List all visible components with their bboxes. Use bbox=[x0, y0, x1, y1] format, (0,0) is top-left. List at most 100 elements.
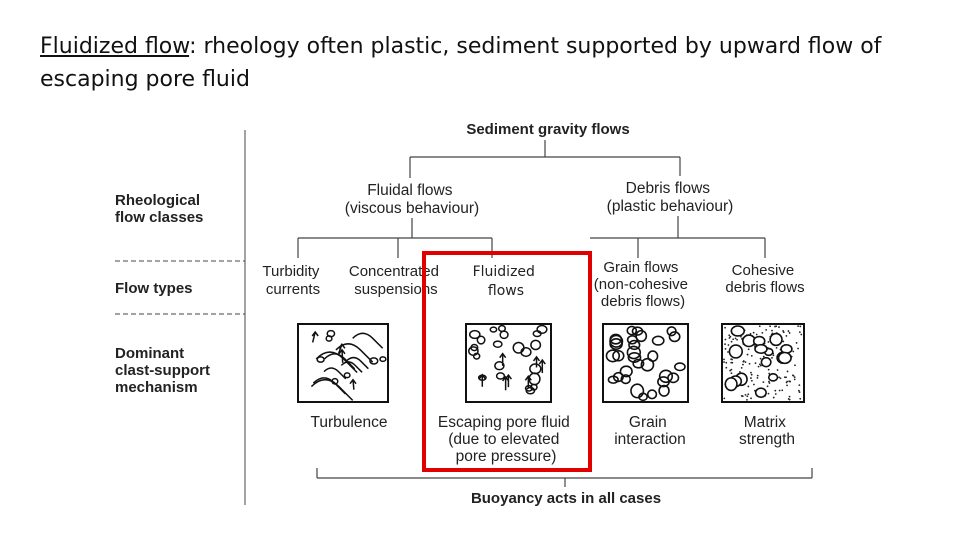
matrix-grain bbox=[788, 395, 791, 398]
clast bbox=[326, 329, 336, 338]
matrix-grain bbox=[750, 379, 753, 382]
flow-type-concentrated: Concentrated suspensions bbox=[349, 263, 443, 298]
matrix-grain bbox=[747, 393, 750, 396]
matrix-grain bbox=[724, 326, 727, 329]
matrix-grain bbox=[758, 363, 761, 366]
clast bbox=[658, 369, 674, 384]
clast bbox=[476, 335, 486, 345]
clast bbox=[646, 389, 658, 400]
clast bbox=[492, 340, 503, 348]
flow-type-grain: Grain flows (non-cohesive debris flows) bbox=[594, 259, 692, 310]
clast bbox=[658, 384, 670, 397]
clast bbox=[532, 330, 542, 338]
row-label-rheological: Rheological flow classes bbox=[115, 192, 204, 226]
matrix-grain bbox=[768, 372, 771, 375]
matrix-grain bbox=[756, 374, 759, 377]
matrix-grain bbox=[786, 370, 789, 373]
matrix-grain bbox=[742, 363, 744, 366]
clast bbox=[512, 341, 525, 354]
matrix-grain bbox=[797, 325, 799, 328]
matrix-grain bbox=[729, 335, 732, 338]
matrix-grain bbox=[771, 357, 773, 359]
matrix-grain bbox=[795, 342, 798, 344]
matrix-grain bbox=[747, 348, 750, 351]
clast bbox=[343, 372, 351, 379]
clast bbox=[667, 372, 680, 384]
turbulent-eddy bbox=[352, 332, 384, 349]
matrix-grain bbox=[746, 398, 748, 401]
matrix-grain bbox=[799, 397, 802, 400]
class-fluidal-flows: Fluidal flows (viscous behaviour) bbox=[345, 182, 479, 217]
matrix-grain bbox=[756, 376, 759, 379]
matrix-grain bbox=[758, 325, 761, 328]
clast bbox=[767, 373, 779, 382]
matrix-grain bbox=[782, 340, 785, 343]
matrix-grain bbox=[788, 380, 791, 383]
matrix-grain bbox=[788, 332, 791, 334]
clast bbox=[674, 362, 686, 372]
clast bbox=[369, 357, 379, 365]
matrix-grain bbox=[750, 354, 753, 357]
clast bbox=[619, 365, 633, 378]
matrix-grain bbox=[729, 369, 732, 372]
matrix-grain bbox=[744, 393, 747, 396]
clast bbox=[612, 371, 624, 383]
matrix-grain bbox=[742, 360, 745, 363]
matrix-grain bbox=[779, 377, 782, 380]
flow-type-cohesive: Cohesive debris flows bbox=[725, 262, 804, 296]
matrix-grain bbox=[746, 353, 749, 356]
arrow-head bbox=[338, 348, 346, 355]
clast bbox=[632, 358, 645, 369]
matrix-grain bbox=[767, 341, 770, 343]
matrix-grain bbox=[800, 333, 803, 336]
matrix-grain bbox=[740, 366, 743, 369]
grain-interaction-illustration bbox=[602, 323, 689, 403]
clast bbox=[668, 331, 681, 343]
matrix-grain bbox=[730, 361, 733, 364]
turbulent-eddy bbox=[340, 361, 363, 373]
clast bbox=[626, 345, 642, 360]
arrow-head bbox=[538, 358, 546, 365]
matrix-grain bbox=[785, 335, 788, 337]
clast bbox=[468, 329, 481, 340]
clast bbox=[627, 351, 642, 363]
matrix-grain bbox=[752, 331, 755, 334]
matrix-grain bbox=[725, 361, 728, 364]
clast bbox=[754, 387, 767, 398]
arrow-head bbox=[311, 330, 319, 337]
row-label-mechanism: Dominant clast-support mechanism bbox=[115, 345, 214, 396]
flow-type-fluidized: Fluidized flows bbox=[473, 264, 540, 299]
slide-title: Fluidized flow: rheology often plastic, … bbox=[40, 30, 920, 96]
matrix-grain bbox=[798, 391, 801, 394]
arrow-head bbox=[524, 375, 532, 381]
clast bbox=[489, 326, 498, 333]
matrix-grain bbox=[730, 358, 733, 361]
matrix-grain bbox=[728, 334, 731, 337]
flow-arrow bbox=[352, 379, 355, 390]
clast bbox=[728, 344, 743, 359]
clast bbox=[331, 377, 339, 385]
arrow-head bbox=[338, 343, 346, 349]
matrix-grain bbox=[740, 395, 743, 397]
matrix-grain bbox=[792, 350, 795, 353]
matrix-grain bbox=[744, 361, 747, 364]
matrix-grain bbox=[750, 373, 753, 376]
clast bbox=[530, 383, 538, 391]
clast bbox=[651, 335, 665, 346]
title-rest: : rheology often plastic, sediment suppo… bbox=[40, 34, 882, 92]
clast bbox=[769, 332, 783, 347]
class-debris-flows: Debris flows (plastic behaviour) bbox=[607, 180, 734, 215]
flow-type-turbidity: Turbidity currents bbox=[262, 263, 323, 298]
turbulence-illustration bbox=[297, 323, 389, 403]
matrix-grain bbox=[728, 337, 731, 339]
clast bbox=[620, 374, 631, 385]
matrix-grain bbox=[750, 371, 752, 374]
matrix-grain bbox=[724, 338, 727, 341]
matrix-grain bbox=[757, 365, 760, 368]
clast bbox=[730, 325, 746, 337]
turbulent-eddy bbox=[345, 356, 369, 370]
clast bbox=[605, 349, 621, 363]
matrix-grain bbox=[767, 380, 770, 383]
matrix-grain bbox=[734, 337, 737, 340]
